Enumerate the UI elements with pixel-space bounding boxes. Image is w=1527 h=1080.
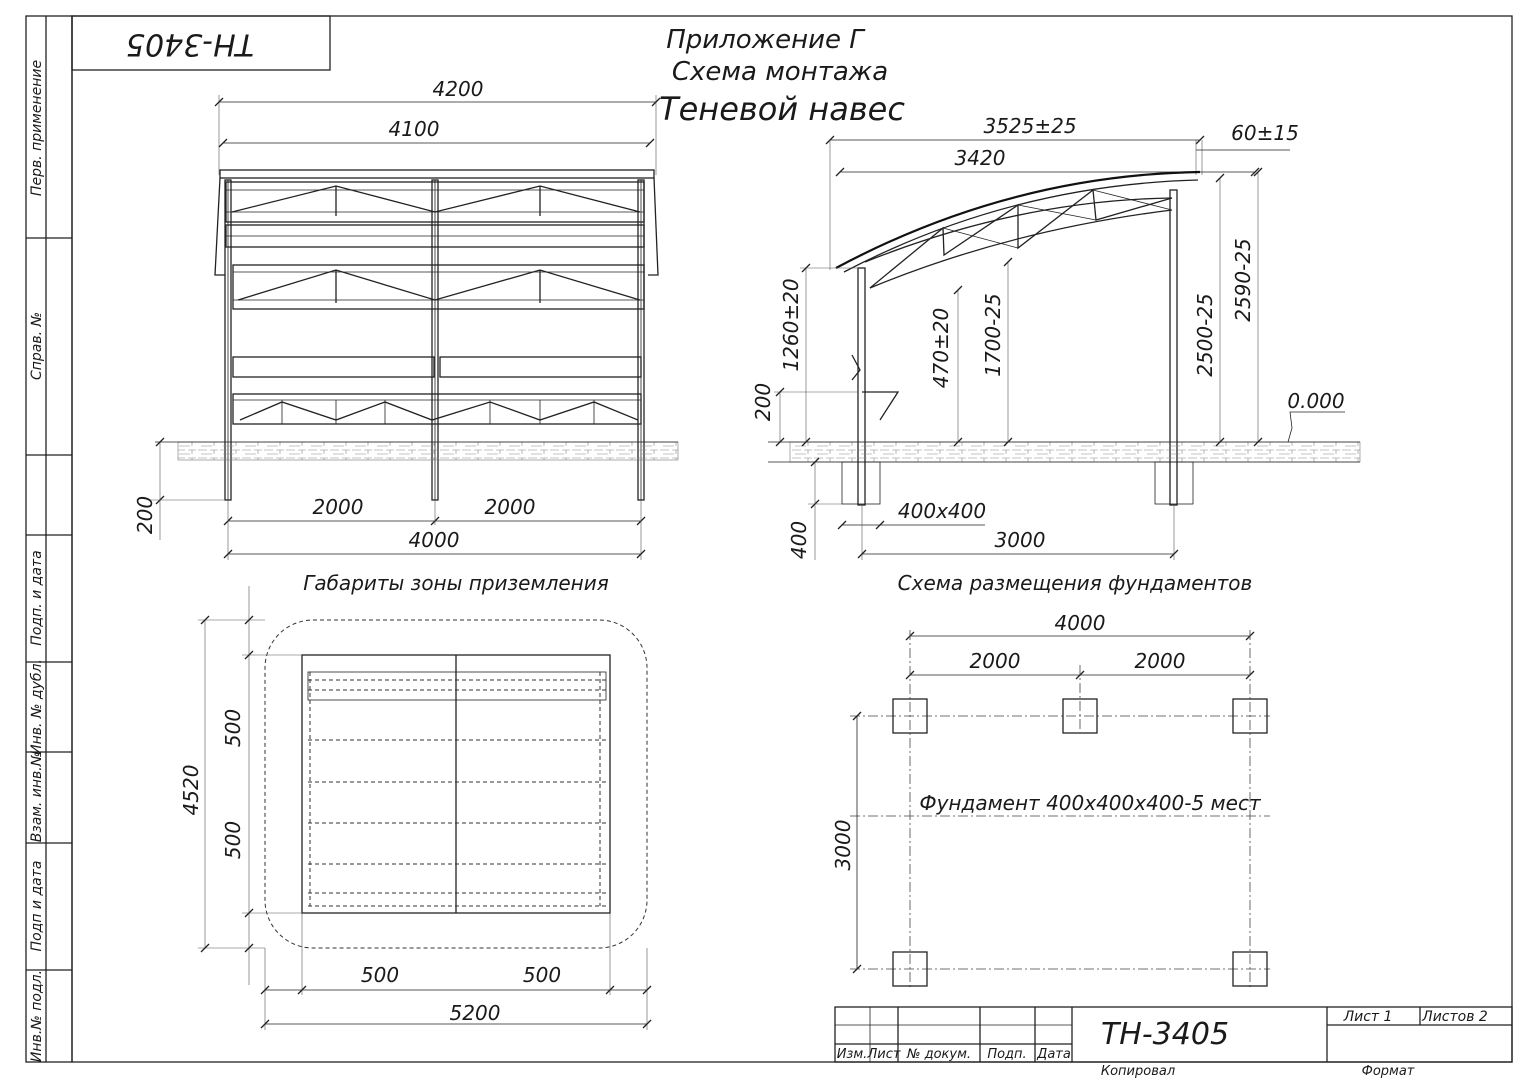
dim-2000-right: 2000 <box>485 495 536 519</box>
foundation-note: Фундамент 400х400х400-5 мест <box>919 791 1262 815</box>
dim-4100: 4100 <box>389 117 440 141</box>
dim-470: 470±20 <box>929 308 953 388</box>
margin-label: Справ. № <box>29 312 45 380</box>
col-doc: № докум. <box>906 1047 971 1062</box>
sheet-count: Листов 2 <box>1421 1009 1488 1025</box>
annex-title: Приложение Г <box>666 25 866 55</box>
side-view: 3525±25 60±15 3420 1260±20 <box>751 114 1361 560</box>
zone-title: Габариты зоны приземления <box>303 571 609 595</box>
col-izm: Изм. <box>837 1047 868 1062</box>
margin-label: Инв. № дубл. <box>29 659 45 755</box>
sheet-number: Лист 1 <box>1343 1009 1393 1025</box>
foundation-block <box>1232 698 1268 734</box>
margin-labels: Перв. применение Справ. № Подп. и дата И… <box>29 60 45 1062</box>
bench-right <box>439 356 642 378</box>
copied-label: Копировал <box>1101 1064 1175 1079</box>
roof-panel <box>219 169 655 179</box>
foundation-block <box>1062 698 1098 734</box>
landing-zone: Габариты зоны приземления 4520 500 500 <box>179 571 652 1030</box>
rotated-code: ТН-3405 <box>126 27 254 62</box>
dim-4520: 4520 <box>179 765 203 816</box>
level-mark: 0.000 <box>1287 389 1344 413</box>
dim-2000-plan-right: 2000 <box>1135 649 1186 673</box>
dim-2000-left: 2000 <box>313 495 364 519</box>
margin-label: Перв. применение <box>29 60 45 196</box>
ground-front <box>177 441 679 461</box>
dim-500-mid: 500 <box>221 821 245 859</box>
col-list: Лист <box>867 1047 901 1062</box>
zone-outline <box>264 619 648 949</box>
bench-left <box>232 356 435 378</box>
sheet-frame <box>25 15 1513 1063</box>
dim-3000-side: 3000 <box>995 528 1046 552</box>
dim-200-front: 200 <box>133 496 157 534</box>
dim-3525: 3525±25 <box>983 114 1076 138</box>
dim-3420: 3420 <box>955 146 1006 170</box>
dim-1260: 1260±20 <box>779 278 803 371</box>
product-title: Теневой навес <box>659 90 905 128</box>
dim-500-top: 500 <box>221 709 245 747</box>
dim-2590: 2590-25 <box>1231 238 1255 322</box>
title-block: ТН-3405 Лист 1 Листов 2 Изм. Лист № доку… <box>834 1006 1513 1079</box>
margin-label: Взам. инв.№ <box>29 752 45 843</box>
dim-200-side: 200 <box>751 383 775 421</box>
dim-3000-plan: 3000 <box>831 820 855 871</box>
foundation-block <box>892 951 928 987</box>
dim-500-right: 500 <box>523 963 561 987</box>
format-label: Формат <box>1362 1064 1415 1079</box>
side-post-rear <box>1169 189 1178 506</box>
col-date: Дата <box>1036 1047 1071 1062</box>
dim-4000-plan: 4000 <box>1055 611 1106 635</box>
side-foundation-front <box>841 461 881 505</box>
title-code: ТН-3405 <box>1101 1017 1229 1052</box>
front-view: 4200 4100 <box>133 77 679 560</box>
foundation-block <box>1232 951 1268 987</box>
side-post-front <box>857 267 866 506</box>
found-size: 400x400 <box>898 499 986 523</box>
dim-500-left: 500 <box>361 963 399 987</box>
margin-label: Инв.№ подл. <box>29 970 45 1062</box>
scheme-title: Схема монтажа <box>672 57 888 87</box>
dim-2500: 2500-25 <box>1193 293 1217 377</box>
dim-2000-plan-left: 2000 <box>970 649 1021 673</box>
side-foundation-rear <box>1154 461 1194 505</box>
dim-5200: 5200 <box>450 1001 501 1025</box>
foundation-plan: Схема размещения фундаментов 4000 2000 2… <box>831 571 1270 990</box>
dim-4200: 4200 <box>433 77 484 101</box>
roof-arc <box>835 170 1201 269</box>
code-stamp-box <box>71 15 331 71</box>
dim-1700: 1700-25 <box>981 293 1005 377</box>
left-margin-strip <box>25 15 73 1063</box>
foundation-title: Схема размещения фундаментов <box>898 571 1253 595</box>
ground-side <box>789 441 1361 463</box>
dim-400: 400 <box>787 521 811 559</box>
margin-label: Подп. и дата <box>29 550 45 645</box>
dim-60: 60±15 <box>1231 121 1299 145</box>
col-sign: Подп. <box>987 1047 1026 1062</box>
margin-label: Подп и дата <box>29 861 45 952</box>
foundation-block <box>892 698 928 734</box>
dim-4000-front: 4000 <box>409 528 460 552</box>
